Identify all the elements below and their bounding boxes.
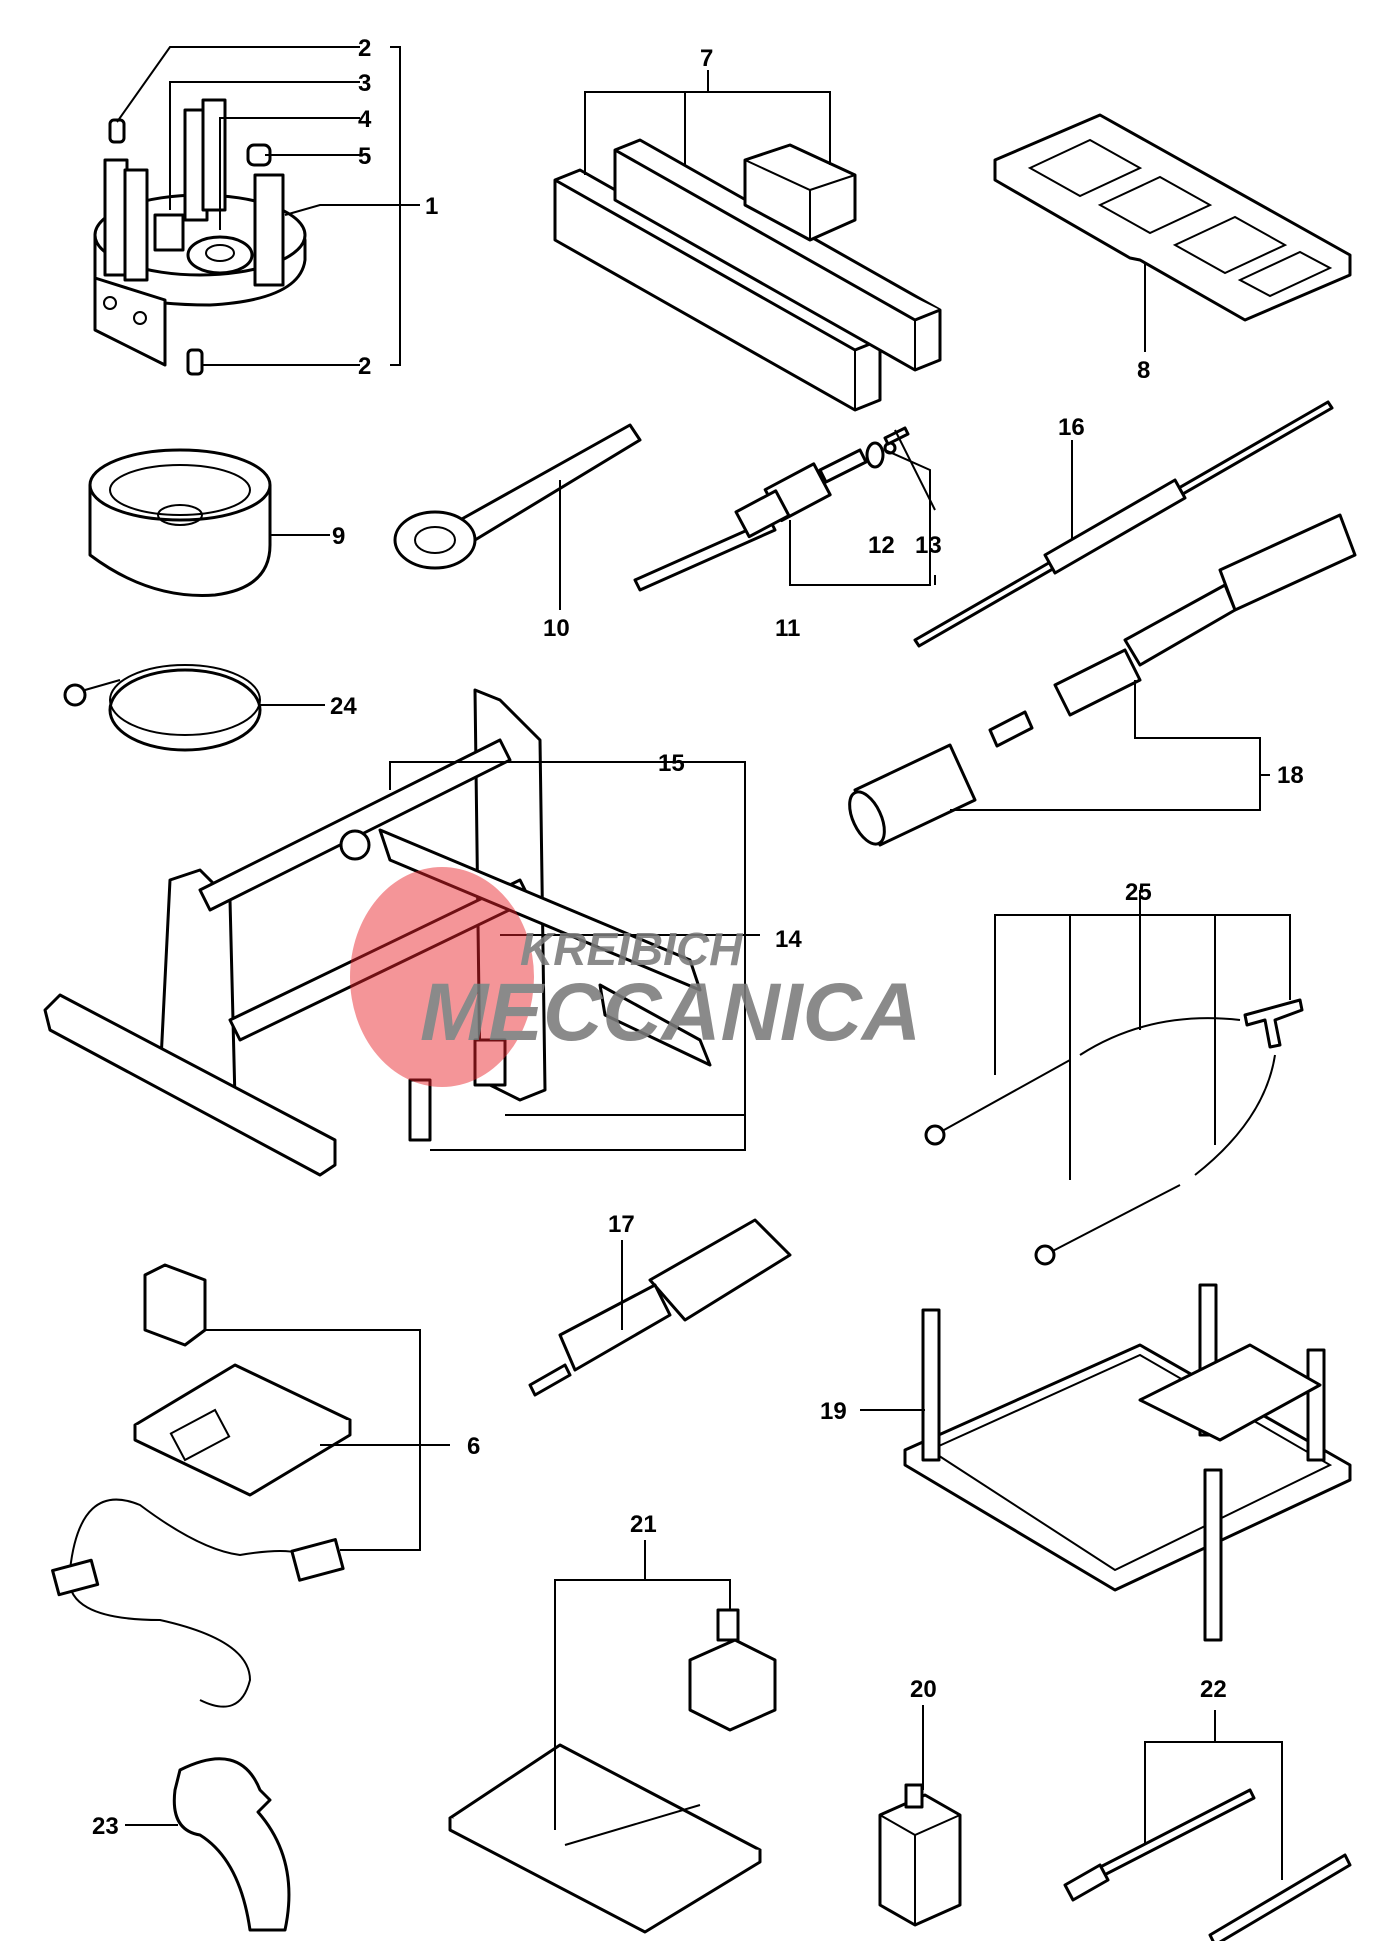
part-23-segment-tool: [172, 1757, 291, 1932]
callout-lines-22: [1144, 1710, 1283, 1880]
callout-5: 5: [358, 143, 371, 170]
callout-lines-18: [950, 680, 1270, 811]
callout-1: 1: [425, 193, 438, 220]
callout-24: 24: [330, 693, 357, 720]
watermark-circle: [350, 867, 534, 1087]
callout-22: 22: [1200, 1676, 1227, 1703]
callout-lines-1-5: [116, 46, 420, 366]
part-16-long-rod: [913, 400, 1334, 648]
callout-3: 3: [358, 70, 371, 97]
callout-lines-6: [205, 1329, 450, 1551]
watermark-logo: KREIBICH MECCANICA: [350, 867, 921, 1087]
callout-2-bottom: 2: [358, 353, 371, 380]
part-17-knurled-punch: [528, 1218, 792, 1397]
part-1-fixture-plate: [93, 98, 307, 376]
callout-12: 12: [868, 532, 895, 559]
part-22-rods: [1063, 1788, 1352, 1941]
callout-lines-14-15: [389, 761, 760, 1151]
part-25-hose-assembly: [924, 998, 1304, 1266]
callout-21: 21: [630, 1511, 657, 1538]
callout-17: 17: [608, 1211, 635, 1238]
callout-10: 10: [543, 615, 570, 642]
callout-7: 7: [700, 45, 713, 72]
callout-9: 9: [332, 523, 345, 550]
part-18-knurled-driver: [848, 513, 1357, 847]
callout-11: 11: [775, 615, 800, 642]
callout-6: 6: [467, 1433, 480, 1460]
part-7-guide-rails: [553, 138, 942, 412]
part-24-ring-clamp: [63, 664, 262, 752]
callout-4: 4: [358, 106, 372, 133]
callout-23: 23: [92, 1813, 119, 1840]
part-21-bracket-plate: [448, 1608, 777, 1934]
part-11-slide-hammer: [633, 426, 910, 592]
part-9-cup-tool: [88, 448, 272, 597]
part-20-clamp: [878, 1783, 962, 1927]
callout-lines-21: [554, 1540, 731, 1830]
callout-19: 19: [820, 1398, 847, 1425]
callout-14: 14: [775, 926, 802, 953]
callout-25: 25: [1125, 879, 1152, 906]
part-10-wrench: [393, 423, 642, 570]
callout-lines-25: [994, 890, 1291, 1180]
part-19-frame-stand: [903, 1283, 1352, 1642]
callout-20: 20: [910, 1676, 937, 1703]
callout-18: 18: [1277, 762, 1304, 789]
callout-lines-7: [584, 70, 831, 175]
part-6-diagnostic-kit: [51, 1263, 352, 1708]
watermark-line2: MECCANICA: [420, 967, 921, 1058]
callout-15: 15: [658, 750, 685, 777]
part-14-stand: [43, 688, 712, 1177]
callout-8: 8: [1137, 357, 1150, 384]
callout-lines-11-13: [789, 429, 936, 586]
callout-16: 16: [1058, 414, 1085, 441]
watermark-line1: KREIBICH: [520, 923, 743, 975]
callout-13: 13: [915, 532, 942, 559]
part-8-template-plate: [993, 113, 1352, 322]
callout-2-top: 2: [358, 35, 371, 62]
